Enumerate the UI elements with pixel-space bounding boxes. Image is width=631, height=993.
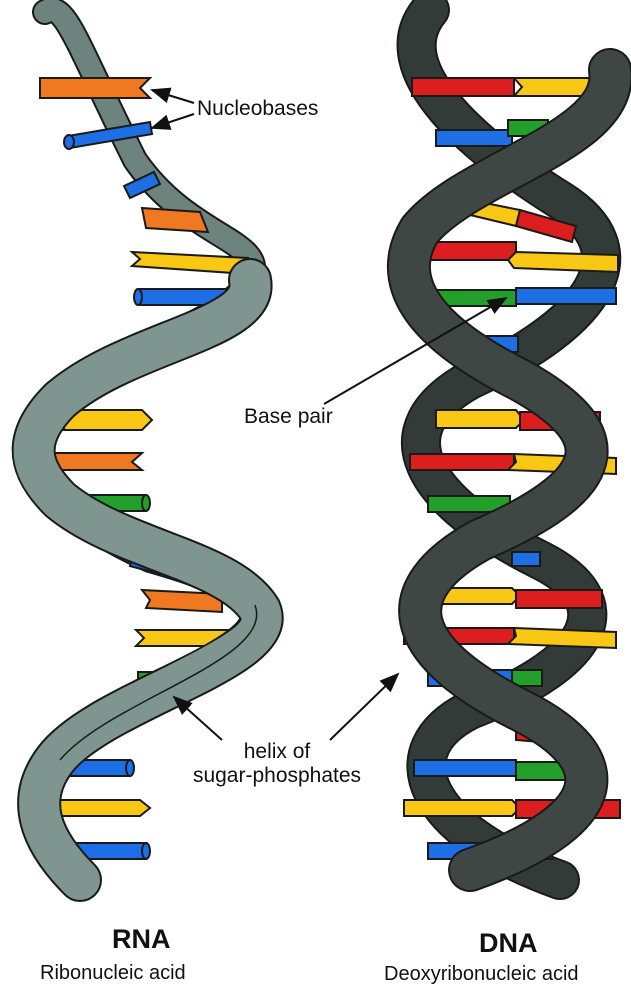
rna-strand-front xyxy=(34,280,262,880)
rna-title: RNA xyxy=(112,924,171,955)
rna-base-orange-2 xyxy=(142,208,208,232)
dna-pair-10 xyxy=(512,552,540,566)
helix-label: helix of sugar-phosphates xyxy=(172,740,382,788)
nucleobases-label: Nucleobases xyxy=(197,97,318,121)
nucleobases-arrow-1 xyxy=(152,90,194,103)
rna-base-orange-1 xyxy=(40,78,150,98)
dna-subtitle: Deoxyribonucleic acid xyxy=(384,963,579,986)
nucleobases-arrow-2 xyxy=(152,114,194,128)
helix-arrow-rna xyxy=(174,697,222,740)
dna-title: DNA xyxy=(479,928,538,959)
helix-label-line1: helix of xyxy=(172,740,382,764)
helix-label-line2: sugar-phosphates xyxy=(172,764,382,788)
helix-arrow-dna xyxy=(330,674,398,740)
dna-pair-11 xyxy=(436,588,602,608)
base-pair-label: Base pair xyxy=(244,405,333,429)
rna-subtitle: Ribonucleic acid xyxy=(40,962,186,985)
